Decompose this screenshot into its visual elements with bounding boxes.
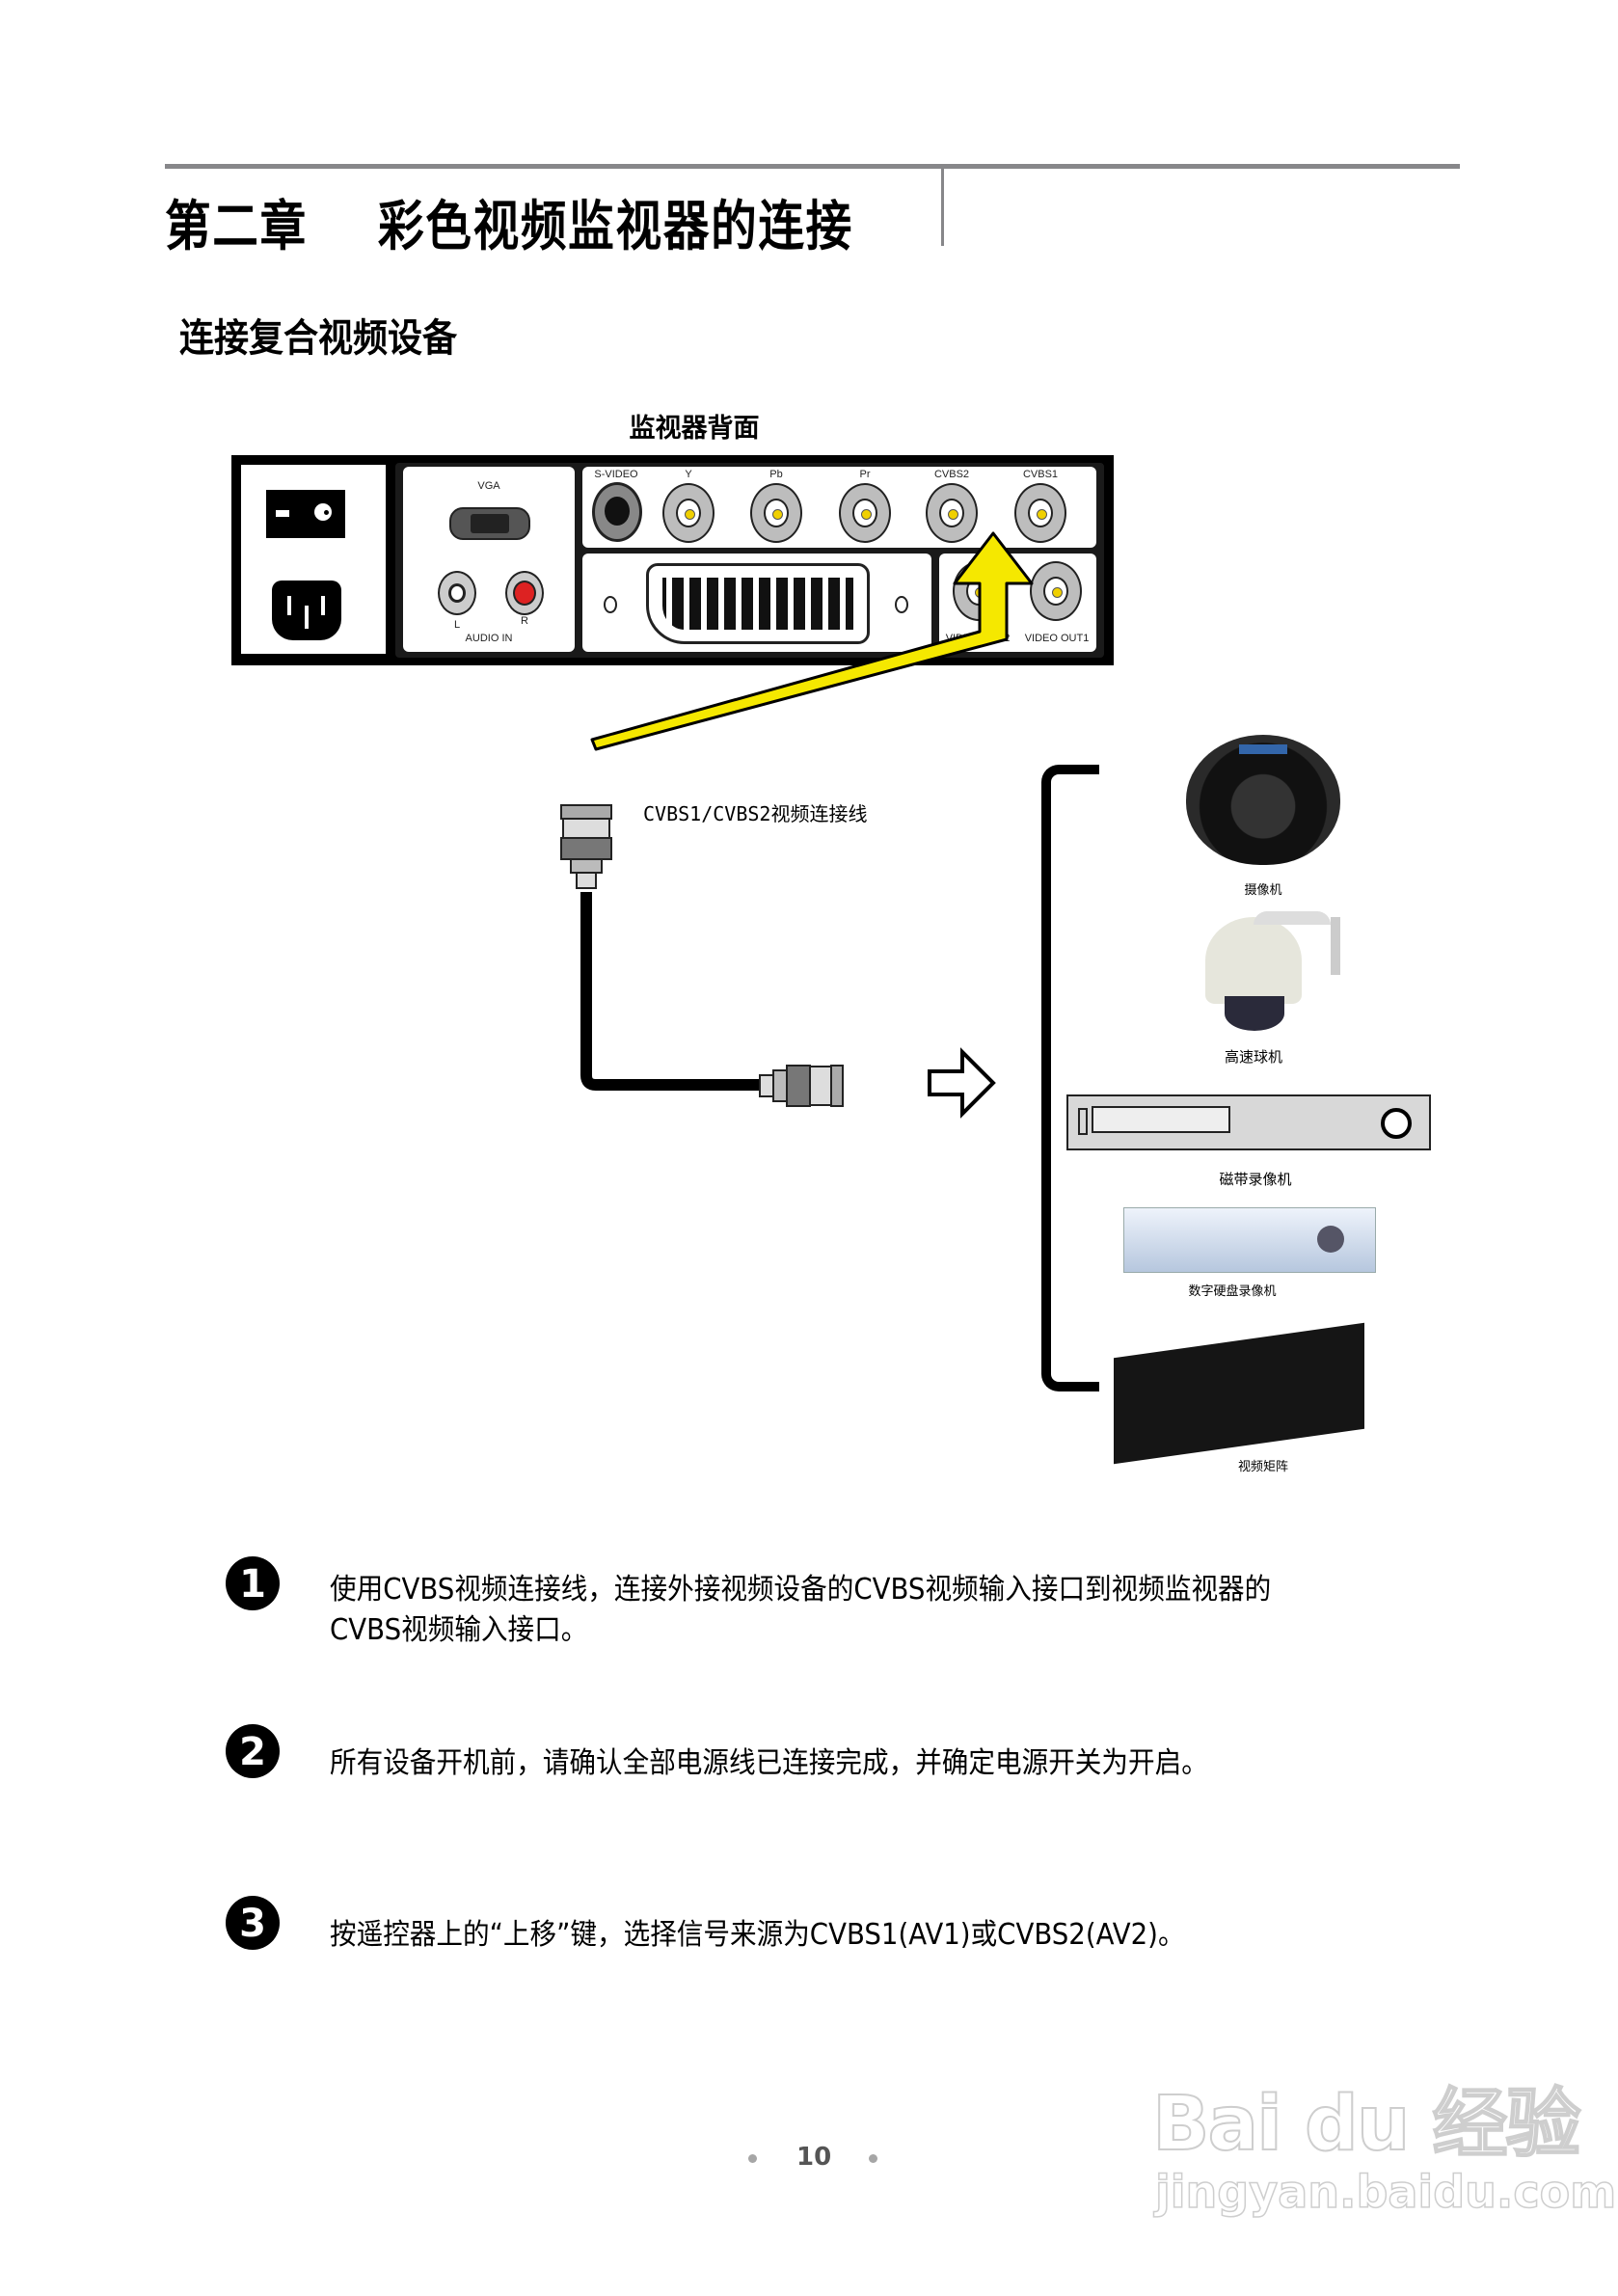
section-title: 连接复合视频设备 [179,316,457,361]
chapter-title: 第二章 彩色视频监视器的连接 [165,196,853,258]
dvr-icon [1123,1207,1376,1273]
pointer-arrow-icon [590,531,1034,751]
device-label-speed-dome: 高速球机 [1224,1048,1282,1066]
cvbs2-port-icon[interactable] [926,483,978,543]
step-2-text: 所有设备开机前，请确认全部电源线已连接完成，并确定电源开关为开启。 [330,1746,1208,1780]
port-label-cvbs2: CVBS2 [933,469,970,480]
page-dot-right [869,2154,877,2163]
device-label-dvr: 数字硬盘录像机 [1188,1284,1277,1299]
dome-camera-icon [1186,735,1340,865]
header-rule [165,164,1460,169]
page-number: 10 [796,2143,832,2172]
video-out1-label: VIDEO OUT1 [1024,633,1090,644]
audio-right-port-icon[interactable] [505,571,544,615]
page-dot-left [748,2154,757,2163]
speed-dome-icon [1196,911,1350,1037]
step-3-badge: 3 [226,1896,280,1950]
video-matrix-icon [1114,1311,1364,1465]
port-label-svideo: S-VIDEO [594,469,638,480]
step-1-text: 使用CVBS视频连接线，连接外接视频设备的CVBS视频输入接口到视频监视器的CV… [330,1573,1272,1647]
port-label-pb: Pb [769,469,783,480]
audio-left-port-icon[interactable] [438,571,476,615]
y-port-icon[interactable] [662,483,715,543]
svideo-port-icon[interactable] [592,482,642,542]
device-label-camera: 摄像机 [1244,883,1282,898]
device-bracket [1041,765,1099,1391]
panel-caption: 监视器背面 [629,414,760,444]
vga-port-icon[interactable] [449,507,530,540]
pb-port-icon[interactable] [750,483,802,543]
power-socket-icon [272,581,341,640]
video-input-card: S-VIDEO Y Pb Pr CVBS2 CVBS1 [582,467,1096,548]
vcr-icon [1066,1094,1431,1150]
vga-audio-card: VGA L R AUDIO IN [403,467,575,652]
pr-port-icon[interactable] [839,483,891,543]
port-label-y: Y [685,469,692,480]
power-section [241,465,386,654]
scart-port-icon[interactable] [646,563,870,644]
scart-screw-left-icon [604,596,617,613]
audio-left-label: L [453,619,461,631]
port-label-cvbs1: CVBS1 [1022,469,1059,480]
audio-in-label: AUDIO IN [465,633,513,644]
audio-right-label: R [521,615,528,627]
device-label-matrix: 视频矩阵 [1237,1460,1288,1474]
baidu-watermark-url: jingyan.baidu.com [1154,2165,1617,2219]
bnc-cable-icon [560,804,844,1107]
scart-card [582,554,931,652]
port-label-pr: Pr [859,469,871,480]
video-out1-port-icon[interactable] [1030,561,1082,621]
power-switch-icon [266,490,345,538]
step-3-text: 按遥控器上的“上移”键，选择信号来源为CVBS1(AV1)或CVBS2(AV2)… [330,1918,1185,1952]
baidu-watermark: Bai du 经验 [1151,2080,1581,2169]
step-1-badge: 1 [226,1556,280,1610]
device-label-vcr: 磁带录像机 [1219,1171,1292,1188]
cable-label: CVBS1/CVBS2视频连接线 [643,802,868,825]
step-2-badge: 2 [226,1724,280,1778]
cvbs1-port-icon[interactable] [1014,483,1066,543]
right-arrow-icon [928,1047,996,1119]
vga-label: VGA [477,480,500,492]
header-rule-vertical [941,169,944,246]
scart-screw-right-icon [895,596,908,613]
